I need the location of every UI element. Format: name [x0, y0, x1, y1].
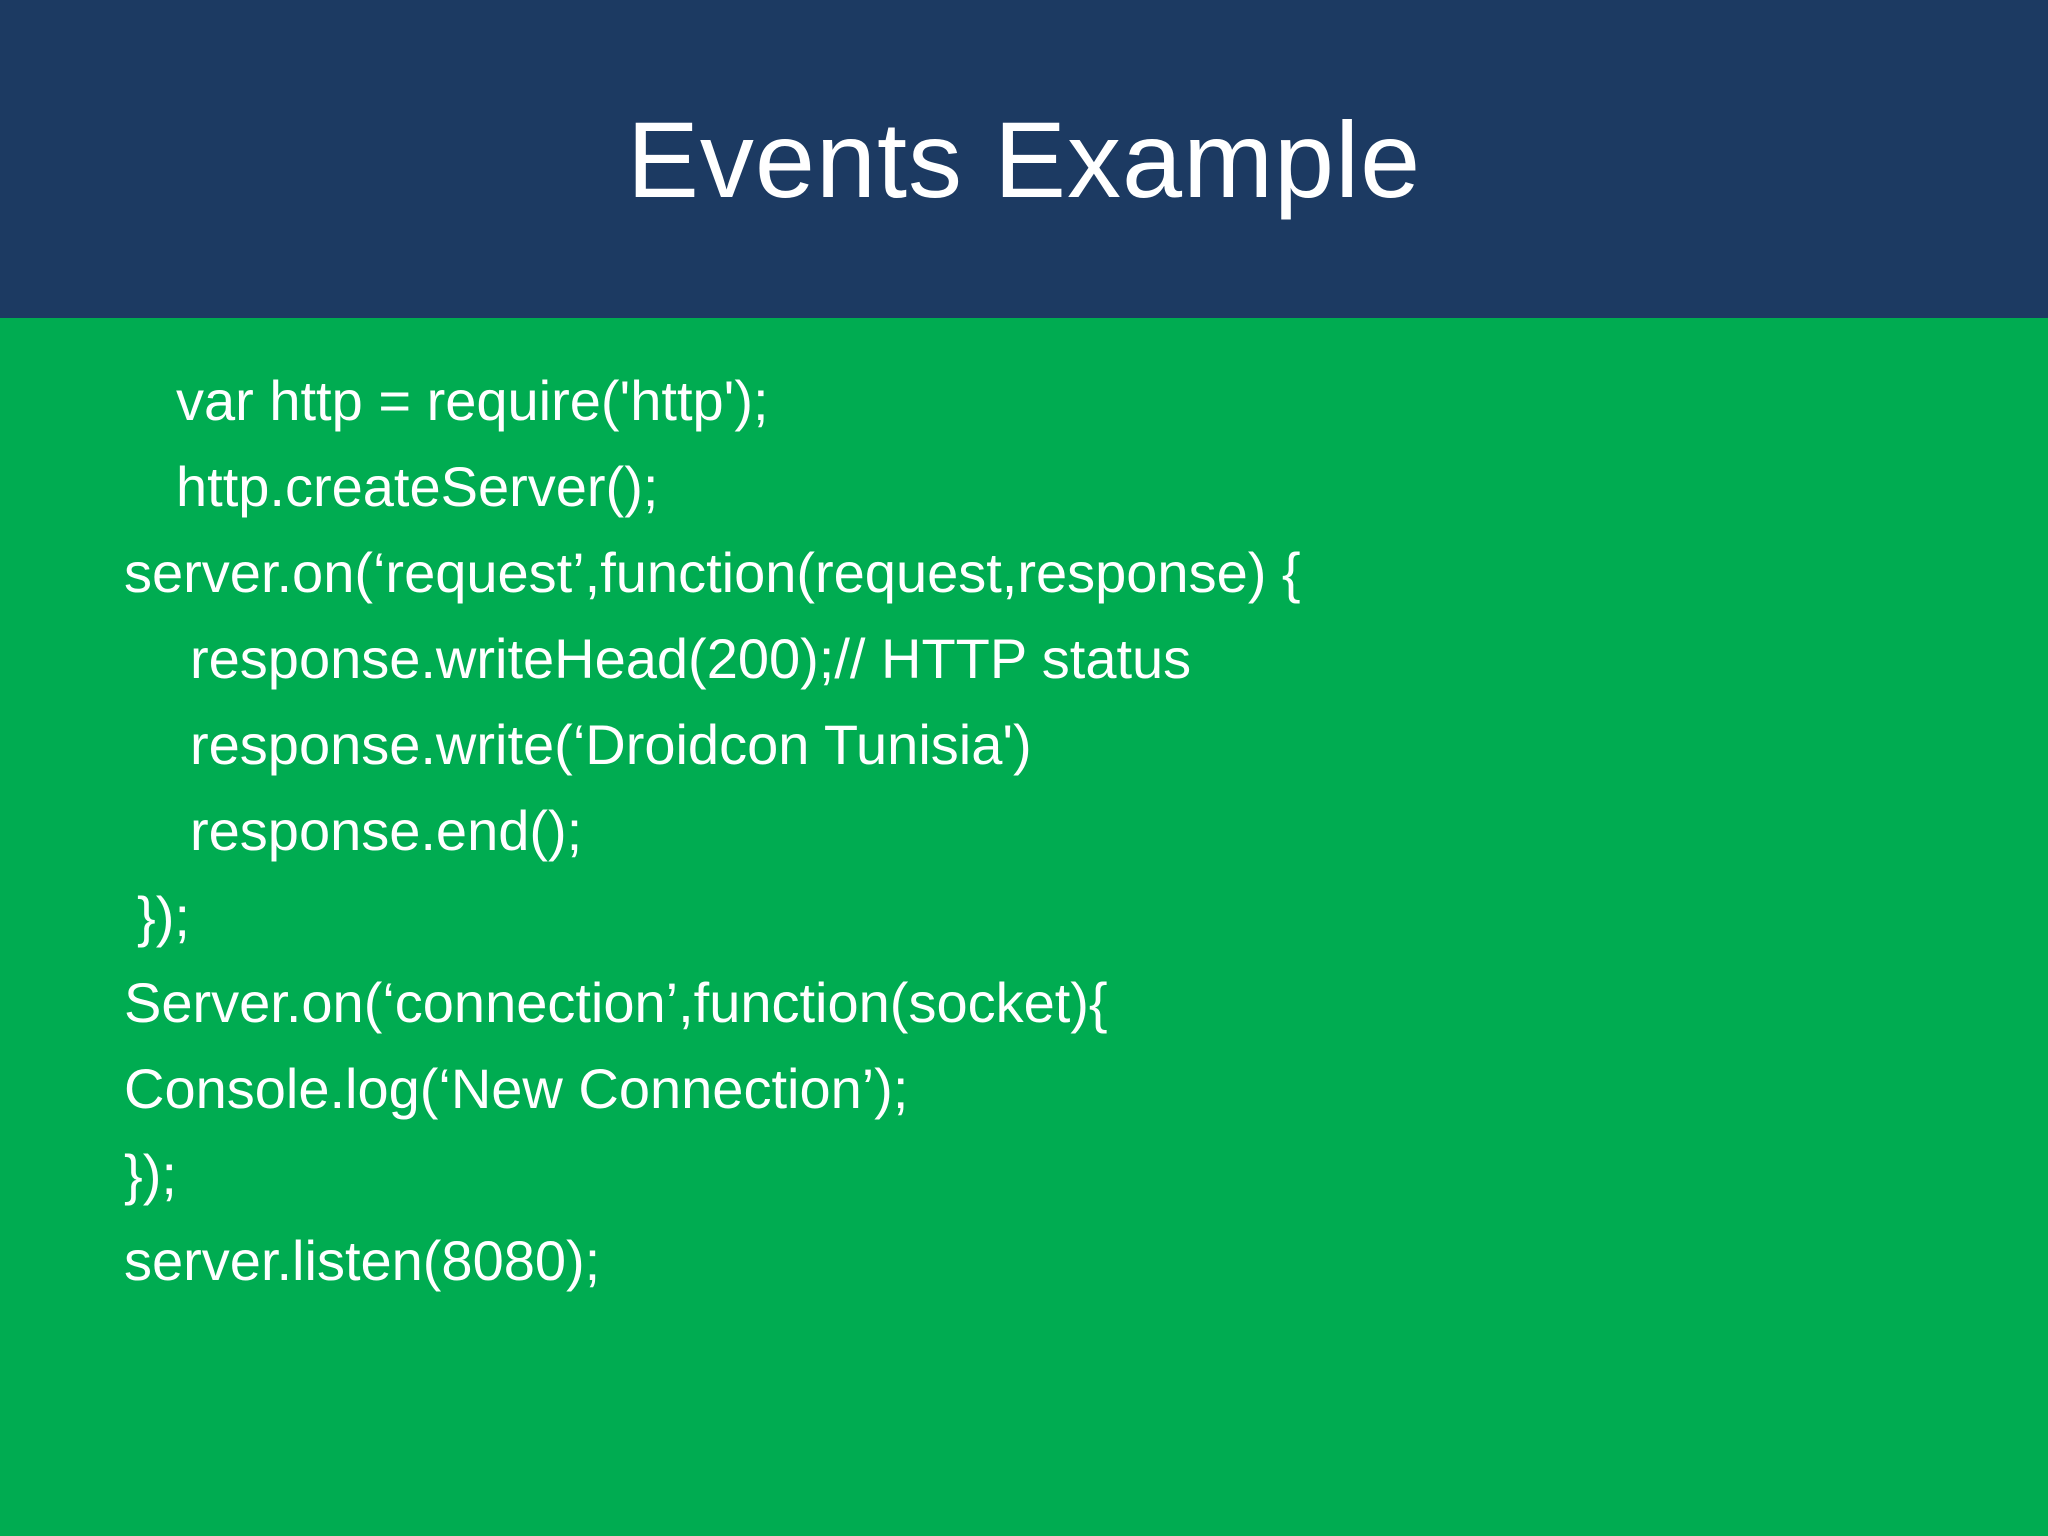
code-line: response.end();	[190, 799, 583, 862]
code-line: var http = require('http');	[176, 369, 769, 432]
code-block: var http = require('http'); http.createS…	[0, 318, 2048, 1304]
code-line: response.write(‘Droidcon Tunisia')	[190, 713, 1032, 776]
code-line: server.listen(8080);	[124, 1229, 601, 1292]
slide-body: var http = require('http'); http.createS…	[0, 318, 2048, 1536]
code-line: });	[137, 885, 190, 948]
code-line: Console.log(‘New Connection’);	[124, 1057, 909, 1120]
code-line: server.on(‘request’,function(request,res…	[124, 541, 1301, 604]
code-line: response.writeHead(200);// HTTP status	[190, 627, 1192, 690]
code-line: http.createServer();	[176, 455, 659, 518]
slide-header: Events Example	[0, 0, 2048, 318]
code-line: Server.on(‘connection’,function(socket){	[124, 971, 1108, 1034]
code-line: });	[124, 1143, 177, 1206]
slide-title: Events Example	[626, 98, 1422, 220]
